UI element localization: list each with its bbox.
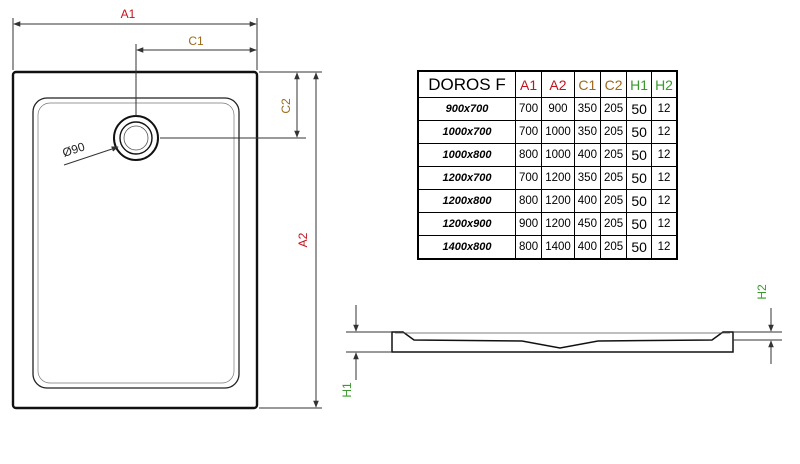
table-cell: 800 [514, 235, 543, 260]
table-cell: 1000 [541, 143, 575, 167]
column-header-c1: C1 [573, 70, 601, 98]
tray-profile-view [391, 331, 734, 353]
table-cell: 1200 [541, 212, 575, 236]
table-row: 1200x900 900 1200 450 205 50 12 [417, 212, 678, 236]
table-cell: 800 [514, 189, 543, 213]
table-cell: 400 [573, 189, 601, 213]
table-cell: 12 [651, 189, 678, 213]
dimension-label-h1: H1 [340, 382, 354, 398]
table-cell: 205 [599, 120, 628, 144]
table-cell: 1200 [541, 189, 575, 213]
table-cell: 50 [626, 189, 653, 213]
model-cell: 1400x800 [417, 235, 516, 260]
model-cell: 1200x800 [417, 189, 516, 213]
table-cell: 50 [626, 235, 653, 260]
table-cell: 205 [599, 189, 628, 213]
table-row: 900x700 700 900 350 205 50 12 [417, 97, 678, 121]
table-cell: 800 [514, 143, 543, 167]
table-cell: 400 [573, 143, 601, 167]
dimension-label-a2: A2 [296, 232, 310, 247]
model-cell: 900x700 [417, 97, 516, 121]
table-row: 1400x800 800 1400 400 205 50 12 [417, 235, 678, 260]
table-row: 1000x800 800 1000 400 205 50 12 [417, 143, 678, 167]
dimension-a2 [259, 71, 322, 409]
table-header-row: DOROS F A1 A2 C1 C2 H1 H2 [417, 70, 678, 98]
column-header-a1: A1 [514, 70, 543, 98]
table-cell: 450 [573, 212, 601, 236]
table-cell: 50 [626, 120, 653, 144]
table-cell: 50 [626, 166, 653, 190]
table-cell: 12 [651, 97, 678, 121]
table-cell: 700 [514, 97, 543, 121]
table-cell: 50 [626, 143, 653, 167]
dimension-c2 [160, 71, 306, 139]
table-cell: 350 [573, 120, 601, 144]
dimension-label-h2: H2 [755, 284, 769, 300]
table-cell: 400 [573, 235, 601, 260]
table-cell: 12 [651, 212, 678, 236]
table-cell: 350 [573, 97, 601, 121]
table-cell: 205 [599, 166, 628, 190]
dimension-label-c2: C2 [279, 98, 293, 114]
column-header-c2: C2 [599, 70, 628, 98]
table-cell: 900 [541, 97, 575, 121]
table-cell: 205 [599, 212, 628, 236]
table-cell: 1400 [541, 235, 575, 260]
table-title: DOROS F [417, 70, 516, 98]
table-cell: 700 [514, 166, 543, 190]
table-cell: 205 [599, 97, 628, 121]
table-row: 1000x700 700 1000 350 205 50 12 [417, 120, 678, 144]
column-header-a2: A2 [541, 70, 575, 98]
table-body: 900x700 700 900 350 205 50 12 1000x700 7… [417, 97, 678, 260]
table-cell: 1000 [541, 120, 575, 144]
dimension-h1 [346, 305, 392, 380]
table-cell: 12 [651, 143, 678, 167]
table-cell: 700 [514, 120, 543, 144]
table-cell: 12 [651, 120, 678, 144]
drain-leader-line [63, 146, 119, 166]
table-cell: 1200 [541, 166, 575, 190]
table-cell: 900 [514, 212, 543, 236]
model-cell: 1200x700 [417, 166, 516, 190]
table-cell: 12 [651, 166, 678, 190]
dimension-c1 [135, 44, 257, 116]
dimension-h2 [733, 308, 782, 364]
column-header-h2: H2 [651, 70, 678, 98]
dimension-a1 [12, 18, 258, 70]
table-cell: 50 [626, 212, 653, 236]
table-row: 1200x800 800 1200 400 205 50 12 [417, 189, 678, 213]
table-cell: 12 [651, 235, 678, 260]
model-cell: 1000x800 [417, 143, 516, 167]
table-cell: 205 [599, 143, 628, 167]
table-cell: 50 [626, 97, 653, 121]
dimension-label-c1: C1 [188, 34, 204, 48]
drain-icon [113, 115, 159, 161]
table-header: DOROS F A1 A2 C1 C2 H1 H2 [417, 70, 678, 98]
drain-diameter-label: Ø90 [61, 139, 87, 159]
table-row: 1200x700 700 1200 350 205 50 12 [417, 166, 678, 190]
dimension-label-a1: A1 [121, 7, 136, 21]
table-cell: 350 [573, 166, 601, 190]
model-cell: 1000x700 [417, 120, 516, 144]
table-cell: 205 [599, 235, 628, 260]
model-cell: 1200x900 [417, 212, 516, 236]
column-header-h1: H1 [626, 70, 653, 98]
specification-table: DOROS F A1 A2 C1 C2 H1 H2 900x700 700 90… [417, 70, 678, 260]
